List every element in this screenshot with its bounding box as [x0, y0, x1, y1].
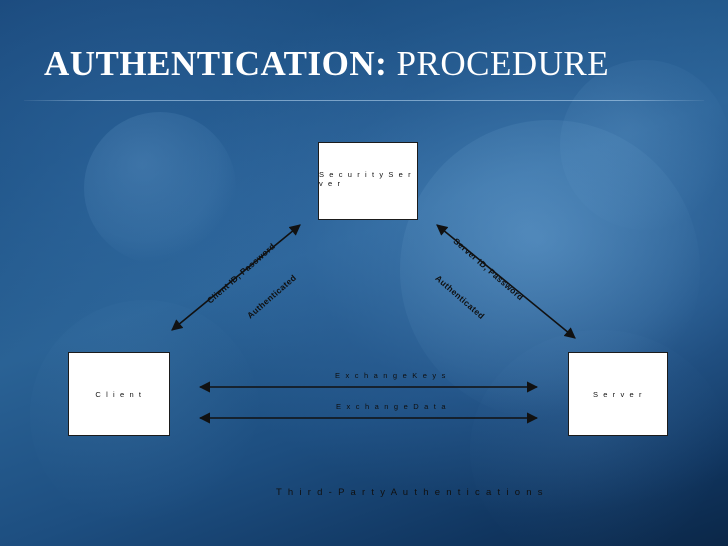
page-title-strong: AUTHENTICATION:: [44, 44, 388, 83]
node-server-label: S e r v e r: [592, 389, 644, 399]
node-security-server-label: S e c u r i t y S e r v e r: [319, 170, 413, 188]
edge-label-exchange-data: E x c h a n g e D a t a: [336, 402, 448, 411]
node-client-label: C l i e n t: [95, 389, 143, 399]
arrow-client-security-server: [171, 224, 301, 331]
arrow-security-server-server: [436, 224, 576, 339]
edge-label-exchange-keys: E x c h a n g e K e y s: [335, 371, 448, 380]
page-title: AUTHENTICATION: PROCEDURE: [0, 44, 728, 84]
diagram-caption: T h i r d - P a r t y A u t h e n t i c …: [276, 487, 545, 498]
page-title-light: PROCEDURE: [387, 44, 610, 83]
slide-title-block: AUTHENTICATION: PROCEDURE: [0, 44, 728, 101]
node-client: C l i e n t: [68, 352, 170, 436]
node-server: S e r v e r: [568, 352, 668, 436]
title-divider: [24, 100, 704, 101]
node-security-server: S e c u r i t y S e r v e r: [318, 142, 418, 220]
